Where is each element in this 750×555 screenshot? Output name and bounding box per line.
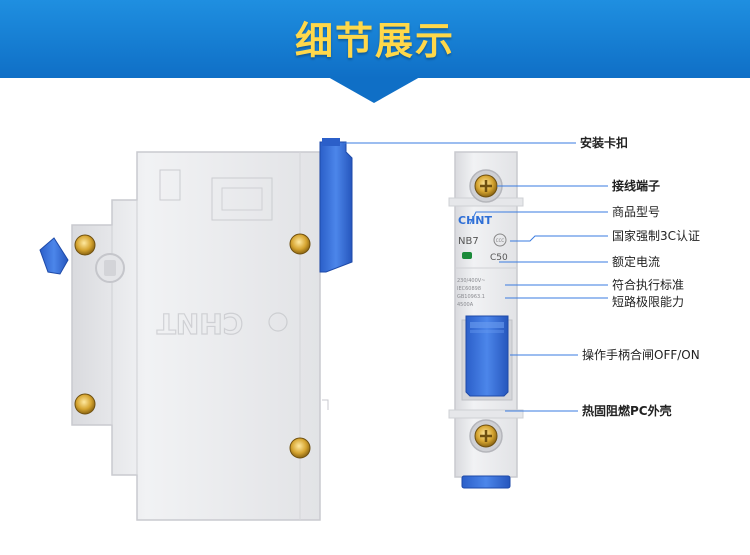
bottom-clip bbox=[461, 475, 511, 489]
side-screw bbox=[289, 437, 311, 459]
page-title: 细节展示 bbox=[294, 19, 455, 63]
callout-mount-clip: 安装卡扣 bbox=[580, 136, 629, 150]
callout-standard: 符合执行标准 bbox=[612, 278, 685, 292]
breaker-side-view: CHNT bbox=[39, 138, 353, 521]
model-label: NB7 bbox=[458, 236, 479, 247]
svg-text:CHNT: CHNT bbox=[157, 307, 244, 340]
header-notch bbox=[328, 77, 420, 103]
spec-line: IEC60898 bbox=[457, 286, 481, 292]
callout-ccc: 国家强制3C认证 bbox=[612, 229, 701, 243]
callout-model-no: 商品型号 bbox=[612, 205, 661, 219]
callout-lines bbox=[344, 142, 608, 412]
header-banner bbox=[0, 0, 750, 78]
side-screw bbox=[74, 393, 96, 415]
status-window bbox=[462, 252, 472, 259]
ccc-mark-text: CCC bbox=[496, 238, 505, 243]
callout-housing: 热固阻燃PC外壳 bbox=[582, 404, 672, 418]
side-screw bbox=[289, 233, 311, 255]
embossed-logo: CHNT bbox=[156, 306, 288, 341]
callout-breaking: 短路极限能力 bbox=[612, 295, 685, 309]
ccc-mark bbox=[493, 233, 507, 247]
spec-line: 230/400V~ bbox=[457, 278, 485, 284]
side-lever bbox=[39, 237, 69, 275]
breaker-front-view: CHNT NB7 CCC C50 230/400V~ IEC60898 GB10… bbox=[448, 151, 524, 489]
callout-terminal: 接线端子 bbox=[612, 179, 661, 193]
spec-line: GB10963.1 bbox=[457, 294, 485, 300]
side-screw bbox=[74, 234, 96, 256]
operating-handle bbox=[465, 315, 509, 397]
mount-clip-shape bbox=[319, 141, 353, 273]
brand-logo: CHNT bbox=[458, 214, 492, 227]
callout-rated-current: 额定电流 bbox=[612, 255, 661, 269]
callout-handle: 操作手柄合闸OFF/ON bbox=[582, 348, 700, 362]
spec-line: 4500A bbox=[457, 302, 474, 308]
rating-label: C50 bbox=[490, 253, 508, 263]
